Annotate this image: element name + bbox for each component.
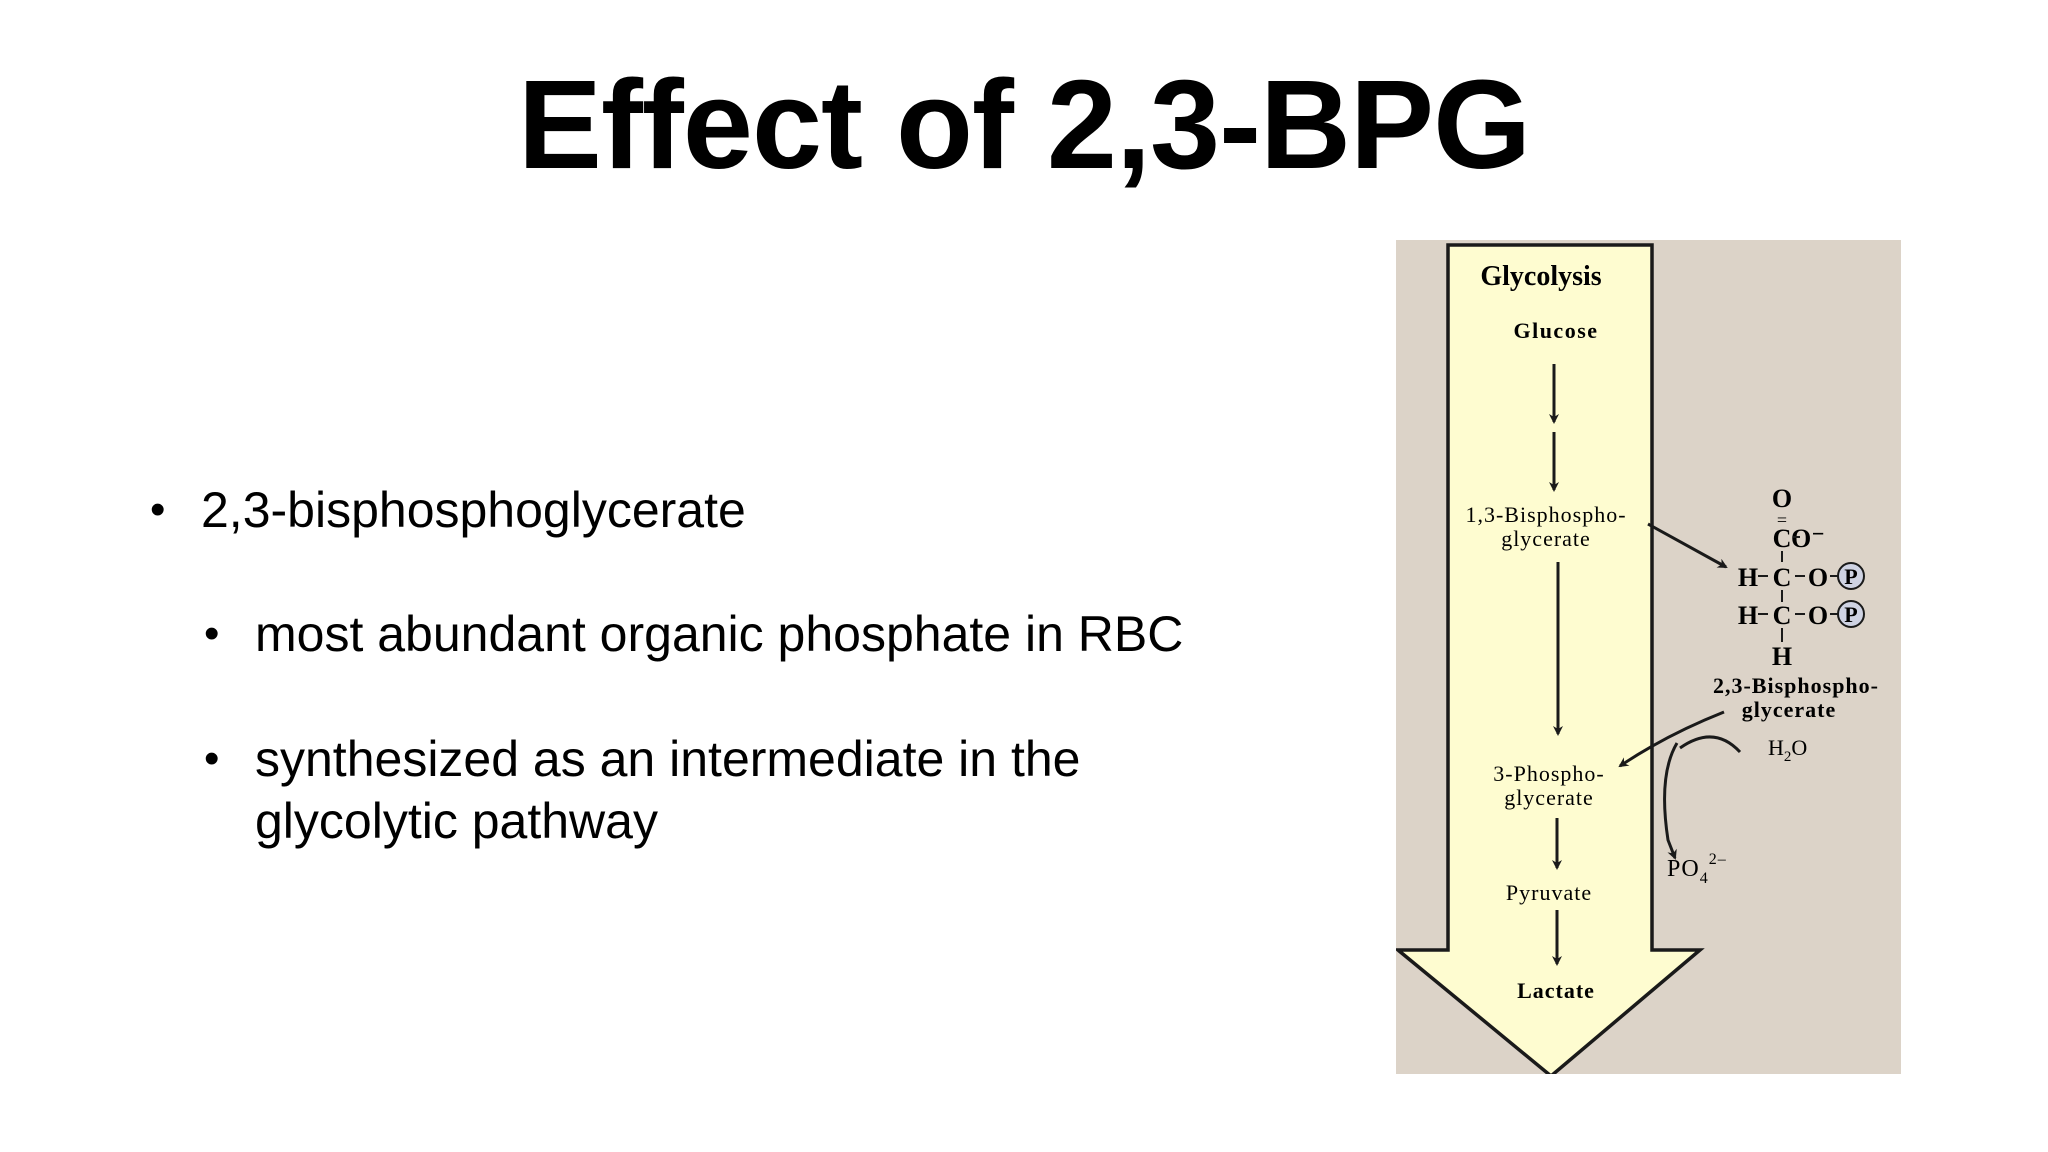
water-curve <box>1679 735 1742 754</box>
atom-h3: H <box>1738 601 1758 630</box>
step-13bpg-line1: 1,3-Bisphospho- <box>1465 502 1626 527</box>
pathway-title: Glycolysis <box>1480 261 1601 292</box>
bullet-marker: • <box>150 485 166 534</box>
shunt-arrow <box>1647 522 1728 569</box>
glycolysis-figure: Glycolysis Glucose 1,3-Bisphospho- glyce… <box>1396 240 1901 1074</box>
step-lactate: Lactate <box>1517 978 1595 1003</box>
atom-o-minus: O⁻ <box>1791 524 1825 553</box>
bullet-marker: • <box>204 734 220 783</box>
atom-p2: P <box>1844 564 1857 589</box>
atom-o2: O <box>1808 563 1828 592</box>
phosphate-circle <box>1837 600 1865 628</box>
atom-double-bond: = <box>1777 510 1787 530</box>
atom-c3: C <box>1773 601 1792 630</box>
step-3pg-line2: glycerate <box>1504 785 1594 810</box>
glycolysis-arrow <box>1396 243 1705 1074</box>
atom-c1: C <box>1773 524 1792 553</box>
bullet-item-3: synthesized as an intermediate in the gl… <box>255 731 1081 849</box>
atom-h-bottom: H <box>1772 642 1792 671</box>
atom-p3: P <box>1844 602 1857 627</box>
bullet-item-1: 2,3-bisphosphoglycerate <box>201 482 746 538</box>
atom-o-top: O <box>1772 484 1792 513</box>
atom-h2: H <box>1738 563 1758 592</box>
bpg-structure: O = C O⁻ H C O P H C O P H <box>1738 484 1865 671</box>
step-glucose: Glucose <box>1513 318 1598 343</box>
bullet-item-2: most abundant organic phosphate in RBC <box>255 606 1184 662</box>
atom-o3: O <box>1808 601 1828 630</box>
bullet-marker: • <box>204 609 220 658</box>
structure-label-line1: 2,3-Bisphospho- <box>1713 673 1879 698</box>
structure-label-line2: glycerate <box>1742 697 1837 722</box>
phosphate-label: PO42– <box>1667 851 1727 887</box>
step-pyruvate: Pyruvate <box>1506 880 1592 905</box>
phosphate-arrow <box>1663 742 1679 860</box>
phosphate-circle <box>1837 562 1865 590</box>
atom-c2: C <box>1773 563 1792 592</box>
mutase-arrow <box>1618 710 1725 768</box>
water-label: H2O <box>1768 735 1807 765</box>
bullet-list: • 2,3-bisphosphoglycerate • most abundan… <box>150 482 1184 849</box>
slide-title: Effect of 2,3-BPG <box>517 54 1531 195</box>
step-3pg-line1: 3-Phospho- <box>1493 761 1604 786</box>
step-13bpg-line2: glycerate <box>1501 526 1591 551</box>
